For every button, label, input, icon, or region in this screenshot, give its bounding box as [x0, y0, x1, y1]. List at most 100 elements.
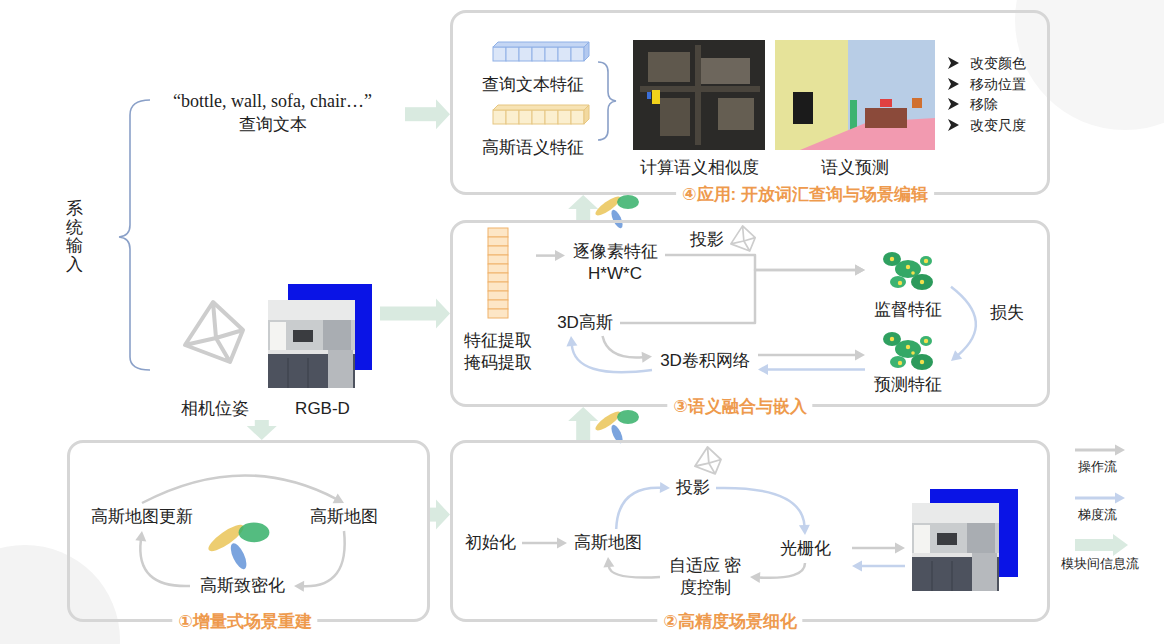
similarity-map — [648, 52, 690, 82]
node-label: “bottle, wall, sofa, chair…” — [173, 90, 372, 113]
node-label: 高斯语义特征 — [482, 137, 584, 159]
node-label: 光栅化 — [780, 538, 831, 560]
connector — [430, 500, 450, 530]
arrow-head — [436, 299, 450, 329]
render-arrow — [852, 561, 862, 572]
process-node: 高斯地图更新 — [82, 503, 202, 531]
feature-bar — [584, 42, 589, 61]
bullet-marker — [948, 119, 959, 131]
connector-line — [430, 508, 437, 522]
panel-title: ④应用: 开放词汇查询与场景编辑 — [676, 184, 934, 206]
similarity-map — [633, 40, 765, 150]
node-label: RGB-D — [285, 398, 360, 420]
camera-icon — [185, 302, 243, 362]
feature-cloud — [883, 252, 933, 290]
connector — [603, 336, 653, 363]
arrow-head — [750, 572, 760, 583]
arrow-head — [951, 350, 962, 361]
semantic-map — [775, 40, 935, 150]
similarity-map — [718, 98, 754, 130]
node-label: 逐像素特征 H*W*C — [567, 241, 663, 285]
semantic-map — [793, 92, 813, 124]
arrow-head — [855, 265, 865, 276]
gaussian-icon — [205, 521, 269, 571]
arrow-head — [247, 426, 277, 440]
semantic-map — [775, 40, 848, 150]
semantic-map — [912, 98, 922, 108]
feature-bar — [493, 42, 589, 61]
edge-label: 投影 — [688, 229, 726, 251]
rgb-photo — [912, 503, 999, 591]
module-panel: ②高精度场景细化初始化高斯地图投影光栅化自适应 密度控制 — [450, 440, 1050, 622]
feature-bar — [571, 47, 584, 61]
input-bracket — [119, 100, 150, 370]
annotation: 改变尺度 — [970, 116, 1026, 134]
connector — [620, 265, 865, 323]
connector-line — [758, 354, 856, 357]
node-label: 预测特征 — [874, 374, 942, 396]
node-label: 高斯地图 — [574, 532, 642, 554]
connector — [951, 287, 976, 361]
connector-line — [576, 420, 590, 440]
connector-line — [767, 368, 865, 371]
node-label: 查询文本特征 — [482, 74, 584, 96]
connector — [603, 557, 660, 578]
connector — [405, 99, 450, 129]
process-node: “bottle, wall, sofa, chair…”查询文本 — [140, 84, 405, 142]
feature-cloud — [883, 332, 933, 370]
node-label: 监督特征 — [874, 299, 942, 321]
feature-column — [488, 300, 508, 309]
connector — [616, 482, 670, 529]
render-arrow — [852, 547, 896, 550]
similarity-map — [660, 98, 690, 136]
legend-text: 操作流 — [1078, 459, 1117, 476]
arrow-head — [568, 407, 598, 421]
similarity-map — [695, 45, 701, 145]
arrow-head — [603, 557, 614, 567]
connector-line — [603, 336, 644, 357]
connector — [750, 563, 805, 583]
feature-bar — [532, 47, 545, 61]
similarity-map — [700, 58, 750, 84]
connector-line — [380, 307, 437, 321]
feature-bar — [545, 110, 558, 124]
connector — [568, 407, 598, 440]
connector-line — [405, 107, 437, 121]
semantic-map — [880, 99, 892, 107]
arrow-head — [555, 250, 565, 261]
node-label: 查询文本 — [239, 114, 307, 136]
connector-line — [303, 531, 345, 586]
feature-column — [488, 309, 508, 318]
legend-text: 梯度流 — [1078, 507, 1117, 524]
connector-line — [255, 420, 269, 427]
arrow-head — [642, 352, 652, 363]
connector — [135, 531, 190, 586]
legend-text: 模块间信息流 — [1061, 556, 1139, 573]
panel-title: ②高精度场景细化 — [657, 611, 802, 633]
annotation: 系统输入 — [66, 200, 83, 275]
bullet-marker — [948, 78, 959, 90]
connector-line — [609, 566, 660, 578]
edge-label: 损失 — [988, 302, 1026, 324]
process-node: 高斯语义特征 — [470, 103, 595, 159]
process-node: 相机位姿RGB-D — [165, 278, 380, 420]
feature-bar — [506, 110, 519, 124]
panel-title: ③语义融合与嵌入 — [667, 396, 812, 418]
connector-line — [142, 475, 336, 503]
feature-bar — [519, 110, 532, 124]
process-node: 特征提取 掩码提取 — [460, 226, 536, 374]
annotation: 计算语义相似度 — [633, 157, 765, 179]
connector — [758, 364, 865, 375]
node-label: 3D卷积网络 — [660, 350, 750, 372]
annotation: 语义预测 — [775, 157, 935, 179]
connector-line — [616, 488, 661, 529]
legend-sample — [1075, 497, 1116, 500]
process-node: 初始化 — [458, 529, 522, 557]
semantic-map — [775, 40, 935, 150]
connector — [665, 255, 865, 276]
node-label: 自适应 密度控制 — [665, 555, 745, 599]
process-node: 逐像素特征 H*W*C — [565, 240, 665, 286]
feature-column — [488, 282, 508, 291]
connector — [566, 336, 652, 372]
feature-bar — [493, 105, 589, 110]
